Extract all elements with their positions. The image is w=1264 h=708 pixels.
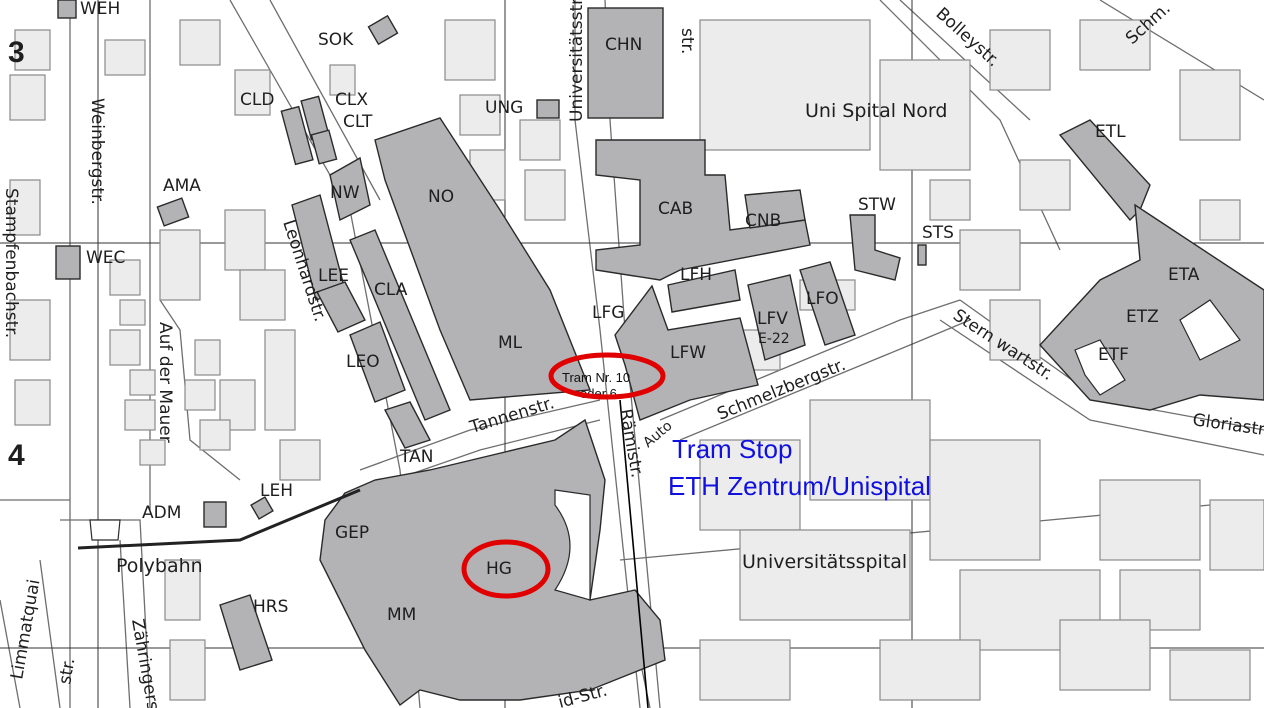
- tram-line-1: Tram Nr. 10: [562, 370, 630, 385]
- building-leh: [250, 496, 274, 520]
- building-lfh: [667, 269, 741, 313]
- building-cla: [349, 229, 451, 421]
- building-ama: [156, 197, 190, 227]
- tram-stop-name: ETH Zentrum/Unispital: [668, 471, 931, 501]
- label-weh: WEH: [80, 0, 120, 19]
- label-lfh: LFH: [680, 265, 712, 285]
- label-lfw: LFW: [670, 343, 706, 363]
- label-etf: ETF: [1098, 345, 1129, 365]
- label-cla: CLA: [374, 280, 408, 300]
- grid-row-3: 3: [8, 36, 25, 69]
- building-cab: [595, 139, 811, 281]
- label-lee: LEE: [318, 266, 349, 286]
- label-hrs: HRS: [253, 597, 288, 617]
- street-universitaets: Universitätsstr.: [567, 0, 587, 122]
- label-clt: CLT: [343, 112, 373, 132]
- street-auto: Auto: [640, 418, 675, 451]
- building-leo: [349, 321, 406, 403]
- building-cnb: [744, 189, 806, 229]
- tram-annotation: Tram Nr. 10 oder 6: [548, 352, 666, 401]
- label-cnb: CNB: [745, 211, 781, 231]
- street-gloria: Gloriastr.: [1191, 410, 1264, 440]
- grid-row-4: 4: [8, 439, 25, 472]
- building-clt: [310, 129, 338, 165]
- label-clx: CLX: [335, 90, 368, 110]
- building-hrs: [219, 594, 273, 671]
- label-ama: AMA: [163, 176, 201, 196]
- label-sts: STS: [922, 223, 954, 243]
- polybahn-line: [77, 488, 361, 550]
- label-ung: UNG: [485, 98, 523, 118]
- street-auf-der-mauer: Auf der Mauer: [155, 322, 175, 443]
- label-lfg: LFG: [592, 303, 624, 323]
- building-hg-mm: [319, 418, 666, 707]
- street-tannen: Tannenstr.: [467, 393, 557, 438]
- building-sok: [367, 14, 399, 46]
- courtyards: [89, 299, 1241, 601]
- building-nw: [329, 156, 371, 222]
- label-leh: LEH: [260, 481, 293, 501]
- label-leo: LEO: [346, 352, 380, 372]
- building-ung: [536, 99, 560, 119]
- label-wec: WEC: [86, 248, 125, 268]
- label-etl: ETL: [1095, 122, 1126, 142]
- raemistr-line: [619, 399, 649, 708]
- building-no-ml: [374, 117, 592, 401]
- label-stw: STW: [858, 195, 896, 215]
- label-eta: ETA: [1168, 265, 1200, 285]
- label-chn: CHN: [605, 35, 642, 55]
- label-lfo: LFO: [806, 289, 839, 309]
- label-sok: SOK: [318, 30, 354, 50]
- building-chn: [587, 7, 664, 119]
- tram-highlight-circle: [548, 352, 666, 400]
- building-sts: [917, 244, 927, 266]
- label-tan: TAN: [399, 447, 433, 467]
- label-lfv: LFV: [757, 309, 788, 329]
- street-str-bottom: str.: [55, 656, 79, 685]
- label-no: NO: [428, 187, 454, 207]
- building-lfo: [799, 261, 856, 346]
- label-hg: HG: [486, 559, 512, 579]
- hg-highlight-circle: [461, 539, 551, 599]
- label-cld: CLD: [240, 90, 274, 110]
- label-adm: ADM: [142, 503, 181, 523]
- area-polybahn: Polybahn: [116, 555, 203, 577]
- label-gep: GEP: [335, 523, 369, 543]
- building-tan: [383, 401, 432, 449]
- street-weinberg: Weinbergstr.: [87, 98, 107, 205]
- label-nw: NW: [330, 183, 360, 203]
- street-zaehringer: Zähringerstr.: [127, 617, 166, 708]
- tram-stop-title: Tram Stop: [672, 434, 792, 464]
- area-uni-spital-nord: Uni Spital Nord: [805, 100, 947, 122]
- building-cld: [280, 105, 314, 166]
- label-cab: CAB: [658, 199, 693, 219]
- label-e22: E-22: [758, 331, 790, 347]
- street-limmatquai: Limmatquai: [7, 578, 44, 681]
- building-etl: [1058, 119, 1151, 222]
- label-ml: ML: [498, 333, 523, 353]
- label-etz: ETZ: [1126, 307, 1159, 327]
- street-stampfenbach: Stampfenbachstr.: [1, 188, 21, 338]
- building-lee: [316, 281, 366, 333]
- building-lfv: [747, 274, 806, 361]
- building-adm: [203, 501, 227, 528]
- other-buildings: [9, 19, 1264, 701]
- building-weh: [57, 0, 77, 19]
- street-str-top: str.: [677, 28, 697, 54]
- building-wec: [55, 245, 81, 280]
- area-labels: Uni Spital Nord Universitätsspital Polyb…: [116, 100, 947, 577]
- building-stw: [849, 214, 901, 281]
- area-universitaetsspital: Universitätsspital: [742, 551, 907, 573]
- label-mm: MM: [387, 605, 416, 625]
- building-labels: WEH SOK CLD CLX CLT CHN UNG AMA NW NO CA…: [80, 0, 1200, 625]
